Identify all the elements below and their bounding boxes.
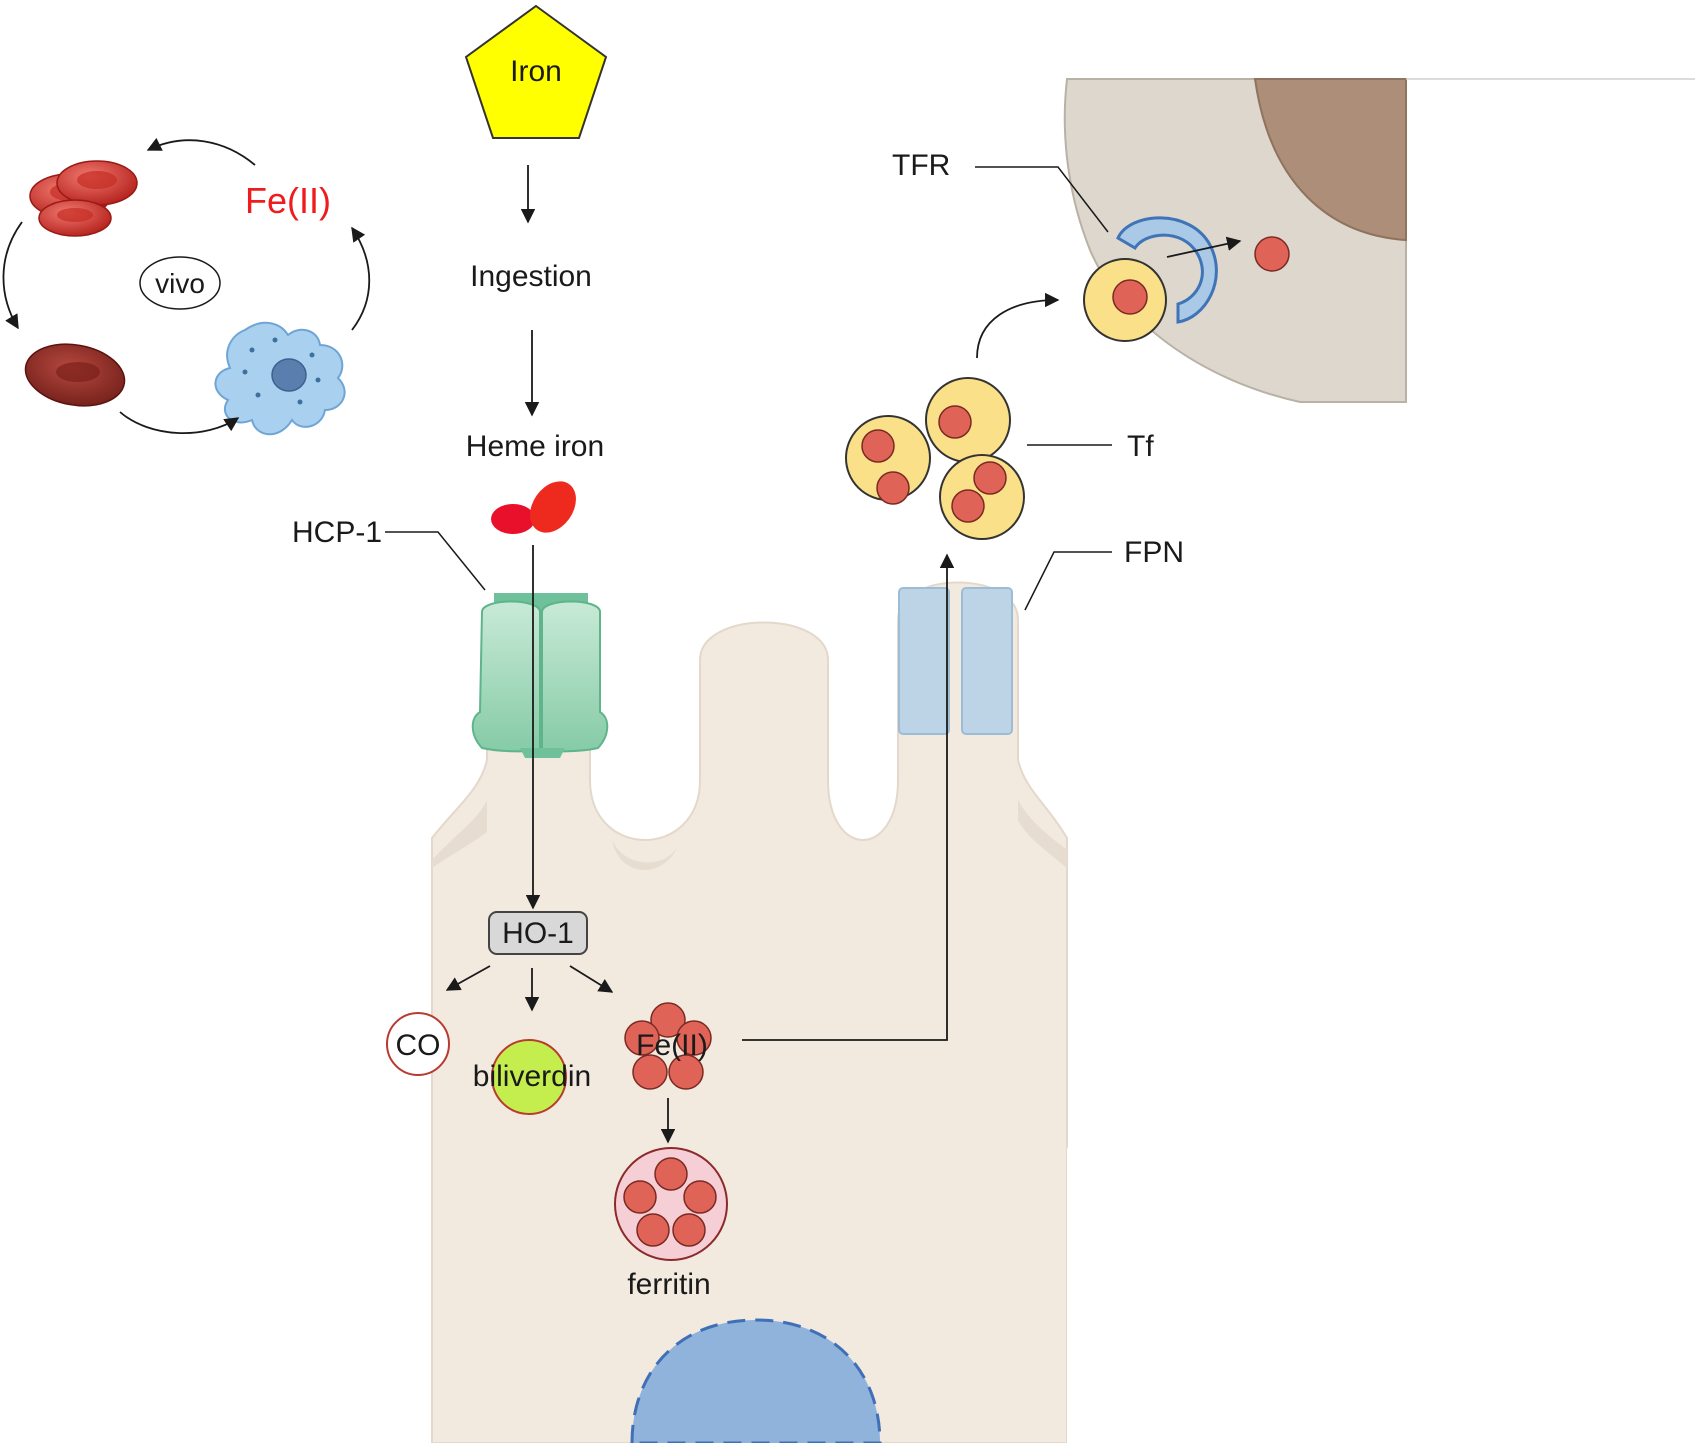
iron-label: Iron — [510, 55, 562, 88]
fpn-channel — [898, 587, 1013, 735]
co-label: CO — [396, 1029, 441, 1062]
arrow-ho1-to-co — [445, 965, 491, 991]
heme-molecule — [491, 481, 576, 534]
target-cell-nucleus — [1253, 78, 1407, 242]
vivo-label: vivo — [155, 268, 205, 299]
fe-cell-label: Fe(II) — [636, 1029, 708, 1062]
villus-shadow-right — [1018, 800, 1067, 868]
arrow-ho1-to-fe — [569, 965, 614, 993]
co-molecule — [386, 1012, 450, 1076]
ho1-label: HO-1 — [502, 917, 574, 950]
fpn-leader — [1024, 551, 1112, 611]
arrow-rbc-to-senescent — [2, 221, 23, 330]
senescent-red-blood-cell — [24, 343, 126, 407]
target-cell — [1063, 78, 1695, 403]
enterocyte-nucleus — [630, 1318, 882, 1443]
heme-iron-label: Heme iron — [466, 430, 604, 463]
hcp1-channel — [471, 593, 609, 758]
tfr-label: TFR — [892, 149, 950, 182]
ferritin-label: ferritin — [627, 1268, 710, 1301]
fe-cycle-label: Fe(II) — [245, 180, 331, 221]
tfr-receptor — [1116, 216, 1218, 324]
biliverdin-label: biliverdin — [473, 1060, 591, 1093]
arrow-iron-into-cell — [1166, 236, 1242, 258]
arrow-senescent-to-macrophage — [119, 411, 240, 434]
iron-dot-released — [1254, 236, 1290, 272]
villus-shadow-left — [432, 800, 487, 868]
arrow-macrophage-to-fe — [351, 226, 371, 331]
tfr-leader — [975, 166, 1109, 233]
transferrin-cluster — [845, 377, 1025, 540]
iron-pentagon: Iron — [464, 4, 608, 139]
fe-cluster — [624, 1002, 712, 1090]
red-blood-cells — [29, 160, 138, 237]
vivo-oval — [139, 256, 221, 310]
vivo-cycle: Fe(II) vivo — [2, 137, 371, 436]
iron-dot — [1112, 279, 1148, 315]
arrow-fe-to-tf — [742, 553, 955, 1041]
ferritin-molecule — [614, 1147, 728, 1261]
ho1-enzyme: HO-1 — [488, 911, 588, 955]
tf-label: Tf — [1127, 430, 1154, 463]
hcp1-leader — [385, 531, 486, 591]
arrow-fe-to-rbc — [146, 137, 256, 166]
arrow-tf-to-receptor — [976, 292, 1060, 359]
biliverdin-molecule — [491, 1039, 567, 1115]
macrophage — [214, 321, 346, 436]
fpn-label: FPN — [1124, 536, 1184, 569]
ingestion-label: Ingestion — [470, 260, 592, 293]
villus-shadow-mid — [612, 840, 680, 870]
hcp1-label: HCP-1 — [292, 516, 382, 549]
